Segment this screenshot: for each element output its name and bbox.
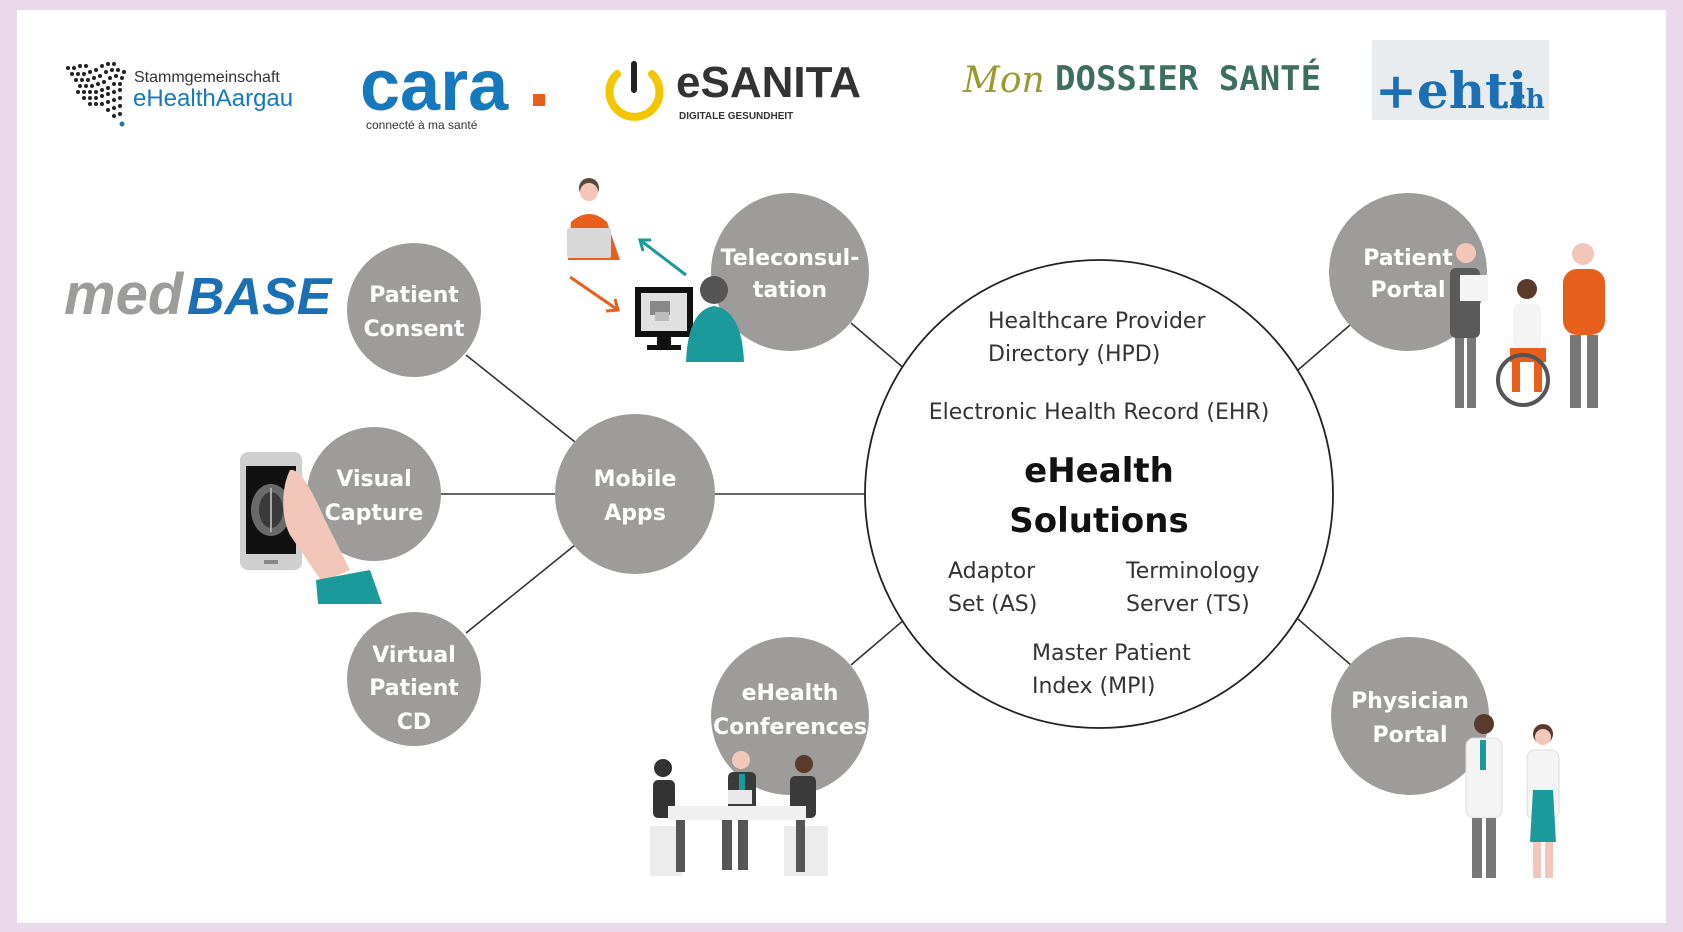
line-hub-conferences xyxy=(850,618,906,666)
node-virtual-patient-cd: Virtual Patient CD xyxy=(347,612,481,746)
node-physician-portal-line2: Portal xyxy=(1373,723,1448,748)
video-call-icon xyxy=(635,276,744,362)
esanita-tagline: DIGITALE GESUNDHEIT xyxy=(679,111,793,122)
logo-mon-dossier-sante: Mon DOSSIER SANTÉ xyxy=(962,58,1321,101)
node-patient-consent: Patient Consent xyxy=(347,243,481,377)
hand-icon xyxy=(283,469,382,604)
hub-hpd-line2: Directory (HPD) xyxy=(988,342,1160,367)
mondossier-mon: Mon xyxy=(962,60,1045,101)
node-virtual-patient-cd-line2: Patient xyxy=(369,676,459,701)
line-hub-patient-portal xyxy=(1297,324,1351,371)
mondossier-rest: DOSSIER SANTÉ xyxy=(1055,58,1321,99)
power-icon xyxy=(605,70,664,121)
hub-mpi-line2: Index (MPI) xyxy=(1032,674,1155,699)
node-virtual-patient-cd-line3: CD xyxy=(397,710,431,735)
aargau-line1: Stammgemeinschaft xyxy=(134,69,280,86)
node-mobile-apps-line1: Mobile xyxy=(594,467,677,492)
node-teleconsultation-line1: Teleconsul- xyxy=(721,246,860,271)
meeting-table-icon xyxy=(650,751,828,876)
ehti-name: +ehti xyxy=(1375,61,1527,120)
node-teleconsultation-line2: tation xyxy=(753,278,827,303)
hub-ehr: Electronic Health Record (EHR) xyxy=(929,400,1270,425)
node-patient-portal-line1: Patient xyxy=(1363,246,1453,271)
hub-ts-line1: Terminology xyxy=(1125,559,1259,584)
logo-esanita: eSANITA DIGITALE GESUNDHEIT xyxy=(605,58,861,122)
physicians-icon xyxy=(1465,714,1560,878)
patients-group-icon xyxy=(1450,243,1605,408)
cara-name: cara xyxy=(360,46,509,126)
line-apps-consent xyxy=(465,354,576,443)
doctor-laptop-icon xyxy=(567,178,620,260)
node-mobile-apps-line2: Apps xyxy=(604,501,666,526)
medbase-base: BASE xyxy=(187,268,333,326)
hub-as-line1: Adaptor xyxy=(948,559,1036,584)
exchange-arrows-icon xyxy=(569,238,687,313)
node-patient-consent-line1: Patient xyxy=(369,283,459,308)
logo-cara: cara connecté à ma santé xyxy=(360,46,545,132)
cara-dot xyxy=(533,94,545,106)
node-patient-consent-line2: Consent xyxy=(363,317,465,342)
node-patient-portal: Patient Portal xyxy=(1329,193,1487,351)
node-visual-capture: Visual Capture xyxy=(307,427,441,561)
logo-ehealth-aargau: Stammgemeinschaft eHealthAargau xyxy=(66,62,293,127)
node-patient-portal-line2: Portal xyxy=(1371,278,1446,303)
node-mobile-apps: Mobile Apps xyxy=(555,414,715,574)
line-hub-physician-portal xyxy=(1297,618,1353,667)
node-ehealth-conferences-line1: eHealth xyxy=(742,681,839,706)
aargau-line2: eHealthAargau xyxy=(133,85,293,112)
line-apps-virtual-cd xyxy=(465,544,576,634)
node-ehealth-conferences-line2: Conferences xyxy=(713,715,867,740)
aargau-dot-map-icon xyxy=(66,62,126,126)
node-virtual-patient-cd-line1: Virtual xyxy=(372,643,456,668)
cara-tagline: connecté à ma santé xyxy=(366,118,478,132)
hub-ehealth-solutions: Healthcare Provider Directory (HPD) Elec… xyxy=(864,259,1334,729)
node-physician-portal-line1: Physician xyxy=(1351,689,1469,714)
node-visual-capture-line1: Visual xyxy=(336,467,411,492)
hub-title-line2: Solutions xyxy=(1009,501,1188,541)
line-hub-teleconsultation xyxy=(850,322,907,371)
medbase-med: med xyxy=(64,262,185,327)
node-physician-portal: Physician Portal xyxy=(1331,637,1489,795)
logo-ehti: +ehti .ch xyxy=(1372,40,1549,120)
ehti-suffix: .ch xyxy=(1501,85,1545,115)
node-ehealth-conferences: eHealth Conferences xyxy=(711,637,869,795)
hub-mpi-line1: Master Patient xyxy=(1032,641,1191,666)
node-teleconsultation: Teleconsul- tation xyxy=(711,193,869,351)
logo-medbase: med BASE xyxy=(64,262,333,327)
hub-as-line2: Set (AS) xyxy=(948,592,1037,617)
hub-ts-line2: Server (TS) xyxy=(1126,592,1250,617)
esanita-name: eSANITA xyxy=(676,58,861,107)
hub-hpd-line1: Healthcare Provider xyxy=(988,309,1206,334)
node-visual-capture-line2: Capture xyxy=(325,501,424,526)
hub-title-line1: eHealth xyxy=(1024,451,1174,491)
connector-lines xyxy=(440,322,1353,667)
